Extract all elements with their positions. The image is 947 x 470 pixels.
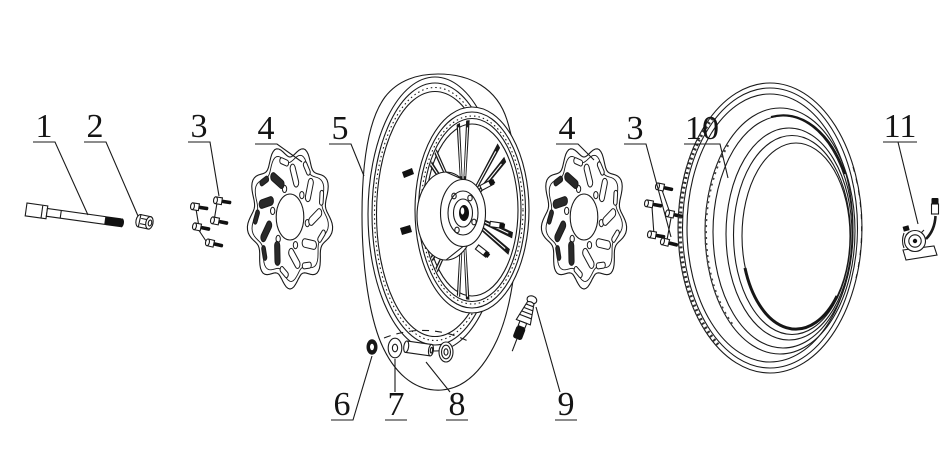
- brake-disc-left: [246, 148, 334, 290]
- callout-8: 8: [425, 361, 468, 423]
- sidewall-stipple: [704, 144, 734, 325]
- wheel-assembly: [361, 73, 530, 391]
- sidewall-shade-top: [770, 114, 846, 175]
- tyre: [677, 82, 863, 374]
- callout-4-right: 4: [556, 110, 595, 161]
- wheel-spoke-highlight: [464, 247, 469, 297]
- callout-leader: [556, 143, 595, 161]
- wheel-spoke-highlight: [476, 151, 497, 187]
- callout-label: 9: [558, 386, 575, 423]
- callout-label: 10: [685, 110, 719, 147]
- tread-dashes-right: [852, 166, 863, 279]
- callout-10: 10: [684, 110, 729, 179]
- callout-6: 6: [331, 355, 373, 423]
- callout-9: 9: [535, 306, 577, 423]
- speed-sensor: [901, 198, 940, 261]
- callout-leader: [684, 143, 729, 179]
- callout-3-right: 3: [624, 110, 672, 238]
- callout-label: 5: [332, 110, 349, 147]
- hub-sleeve-8: [383, 329, 471, 363]
- axle: [24, 202, 125, 228]
- callout-label: 11: [884, 108, 917, 145]
- callout-label: 1: [36, 108, 53, 145]
- callout-leader: [331, 355, 373, 421]
- callout-leader: [883, 141, 919, 225]
- callout-3-left: 3: [188, 108, 220, 197]
- wheel-spoke-highlight: [480, 227, 506, 250]
- callout-label: 2: [87, 108, 104, 145]
- spacer-washer-7: [387, 337, 403, 359]
- callout-11: 11: [883, 108, 919, 225]
- callout-2: 2: [84, 108, 139, 217]
- callout-label: 7: [388, 386, 405, 423]
- callout-leader: [385, 359, 407, 421]
- callout-leader: [624, 143, 672, 238]
- washer-6: [366, 339, 378, 355]
- callout-leader: [329, 143, 365, 177]
- callout-label: 4: [258, 110, 275, 147]
- callout-label: 4: [559, 110, 576, 147]
- wheel-spoke-highlight: [457, 127, 462, 177]
- callout-4-left: 4: [255, 110, 303, 163]
- callout-7: 7: [385, 359, 407, 423]
- callout-leader: [425, 361, 468, 421]
- bead-shade-bottom: [743, 267, 839, 331]
- callout-label: 3: [191, 108, 208, 145]
- axle-nut: [135, 213, 154, 230]
- callout-leader: [84, 141, 139, 217]
- callouts: 1 2 3 4 5 4 3 10: [33, 108, 919, 423]
- callout-leader: [33, 141, 89, 216]
- callout-leader: [255, 143, 303, 163]
- brake-disc-right: [540, 148, 628, 290]
- callout-leader: [535, 306, 577, 421]
- callout-leader: [188, 141, 220, 197]
- valve-stem: [511, 295, 538, 352]
- hub: [400, 168, 506, 261]
- insert-dashed-guide: [383, 329, 471, 343]
- tread-stipple: [677, 116, 720, 347]
- sensor-cable: [925, 215, 937, 240]
- callout-1: 1: [33, 108, 89, 216]
- callout-label: 8: [449, 386, 466, 423]
- callout-label: 3: [627, 110, 644, 147]
- wheel-spoke-highlight: [457, 247, 462, 297]
- disc-bolts-left: [189, 196, 233, 250]
- callout-label: 6: [334, 386, 351, 423]
- callout-5: 5: [329, 110, 365, 177]
- wheel-spoke-highlight: [464, 127, 469, 177]
